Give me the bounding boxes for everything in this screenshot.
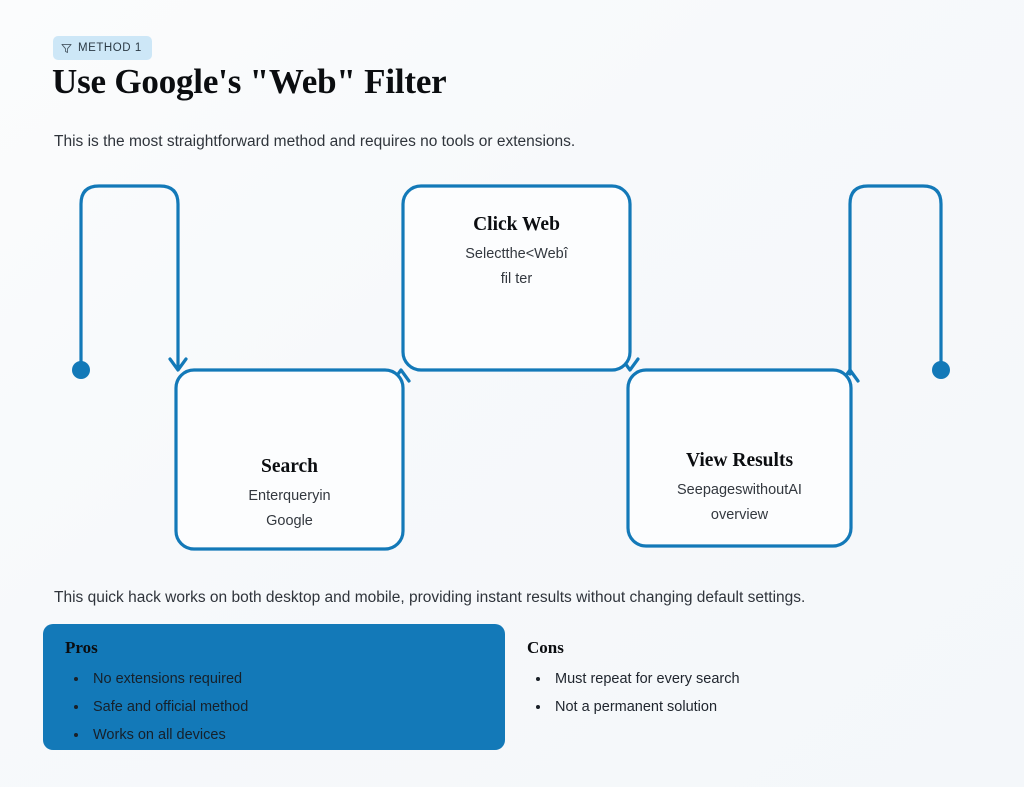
flow-diagram: Click Web Selectthe<Webî fil ter Search … (0, 170, 1024, 570)
flow-node-click-web-title: Click Web (473, 214, 560, 235)
page-title: Use Google's "Web" Filter (52, 62, 447, 101)
flow-node-view-results[interactable]: View Results SeepageswithoutAI overview (626, 368, 853, 548)
flow-node-view-results-title: View Results (686, 450, 793, 471)
flow-node-view-results-desc-line1: SeepageswithoutAI (677, 482, 802, 498)
intro-paragraph: This is the most straightforward method … (54, 133, 576, 150)
flow-node-view-results-desc-line2: overview (711, 507, 769, 523)
cons-panel: Cons Must repeat for every search Not a … (527, 624, 947, 716)
flow-node-search-desc-line1: Enterqueryin (248, 488, 330, 504)
connector-end (848, 184, 943, 376)
flow-node-search-desc-line2: Google (266, 513, 313, 529)
method-badge: METHOD 1 (53, 36, 152, 60)
flow-node-click-web[interactable]: Click Web Selectthe<Webî fil ter (401, 184, 632, 372)
cons-list: Must repeat for every search Not a perma… (527, 671, 947, 716)
flow-node-view-results-box (626, 368, 853, 548)
list-item: No extensions required (65, 671, 483, 688)
flow-node-click-web-desc-line1: Selectthe<Webî (465, 246, 568, 262)
flow-node-search-box (174, 368, 405, 551)
funnel-icon (61, 43, 72, 54)
pros-heading: Pros (65, 638, 98, 657)
cons-heading: Cons (527, 638, 564, 657)
flow-node-search[interactable]: Search Enterqueryin Google (174, 368, 405, 551)
list-item: Works on all devices (65, 727, 483, 744)
connector-start (79, 184, 180, 372)
flow-node-click-web-box (401, 184, 632, 372)
flow-node-click-web-desc-line2: fil ter (501, 271, 533, 287)
method-badge-label: METHOD 1 (78, 42, 142, 54)
list-item: Must repeat for every search (527, 671, 947, 688)
diagram-caption: This quick hack works on both desktop an… (54, 589, 806, 606)
list-item: Not a permanent solution (527, 699, 947, 716)
flow-end-dot (932, 361, 950, 379)
flow-start-dot (72, 361, 90, 379)
arrow-down-to-search (168, 357, 188, 372)
flow-node-search-title: Search (261, 456, 318, 477)
pros-panel: Pros No extensions required Safe and off… (43, 624, 505, 750)
list-item: Safe and official method (65, 699, 483, 716)
pros-list: No extensions required Safe and official… (65, 671, 483, 744)
